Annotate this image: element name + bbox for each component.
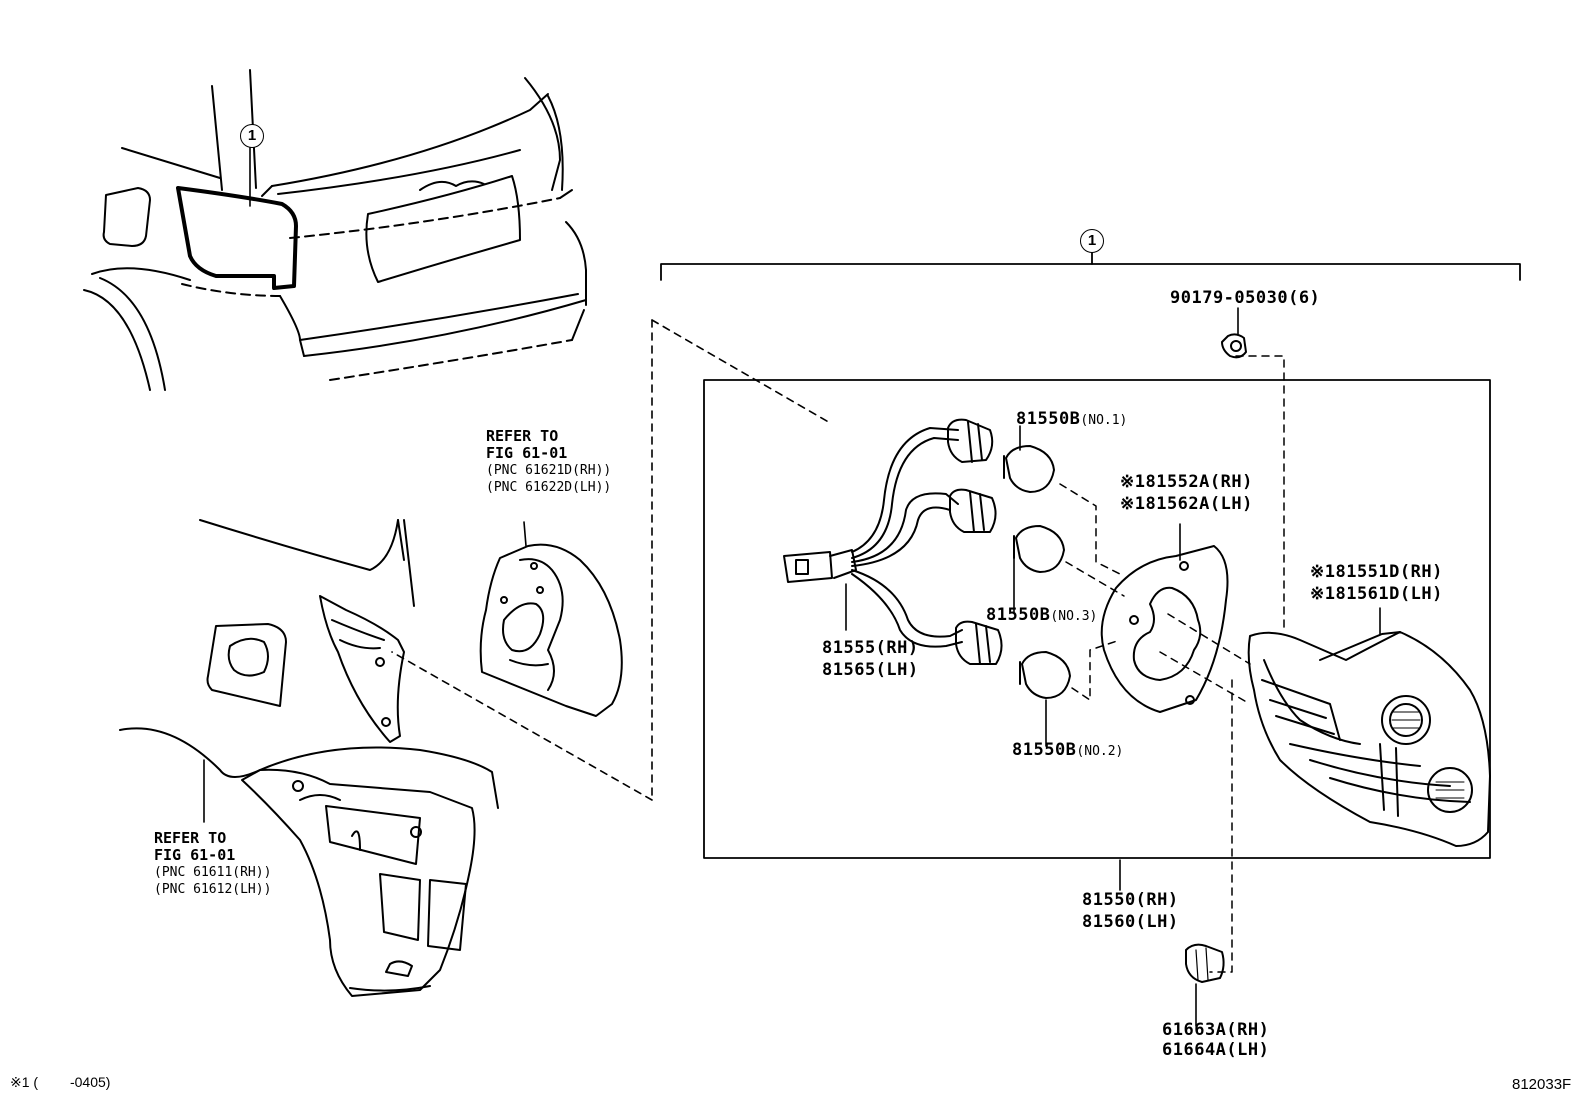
bulb-no3-tag: (NO.3)	[1050, 609, 1098, 624]
rear-panel-bracket-illustration	[479, 521, 623, 717]
bulb-guide-lines	[1059, 355, 1285, 973]
nut-illustration	[1221, 307, 1247, 359]
footnote-range: -0405)	[69, 1074, 111, 1090]
bulb-no3-part-label: 81550B(NO.3)	[986, 605, 1097, 627]
lower-refer-pnc-lh: (PNC 61612(LH))	[154, 882, 272, 897]
clip-lh-part-label: 61664A(LH)	[1162, 1040, 1270, 1060]
gasket-rh-part-label: ※181552A(RH)	[1120, 472, 1253, 492]
footnote: ※1 ( -0405)	[10, 1074, 110, 1091]
lower-refer-line2: FIG 61-01	[154, 846, 236, 864]
lens-rh-part-label: ※181551D(RH)	[1310, 562, 1443, 582]
bulb-no1-part-label: 81550B(NO.1)	[1016, 409, 1127, 431]
vehicle-callout-marker: 1	[240, 124, 264, 148]
socket-harness-illustration	[783, 418, 1071, 747]
bulb-no2-part-label: 81550B(NO.2)	[1012, 740, 1123, 762]
footnote-open: (	[33, 1074, 39, 1090]
socket-lh-part-label: 81565(LH)	[822, 660, 919, 680]
leader-dashed-lines	[391, 319, 833, 801]
bulb-no2-code: 81550B	[1012, 740, 1077, 760]
lower-refer-pnc-rh: (PNC 61611(RH))	[154, 865, 272, 880]
upper-refer-note: REFER TO FIG 61-01 (PNC 61621D(RH)) (PNC…	[486, 428, 611, 496]
clip-illustration	[1185, 943, 1225, 1027]
bulb-no1-code: 81550B	[1016, 409, 1081, 429]
socket-rh-part-label: 81555(RH)	[822, 638, 919, 658]
gasket-illustration	[1100, 523, 1229, 713]
assembly-lh-part-label: 81560(LH)	[1082, 912, 1179, 932]
assembly-bracket	[660, 251, 1521, 281]
footnote-mark: ※1	[10, 1074, 30, 1090]
assembly-box	[703, 379, 1491, 859]
clip-rh-part-label: 61663A(RH)	[1162, 1020, 1270, 1040]
assembly-rh-part-label: 81550(RH)	[1082, 890, 1179, 910]
lower-refer-line1: REFER TO	[154, 829, 227, 847]
bulb-no2-tag: (NO.2)	[1076, 744, 1124, 759]
vehicle-rear-illustration	[83, 69, 587, 391]
quarter-panel-illustration	[119, 519, 499, 997]
bulb-no1-tag: (NO.1)	[1080, 413, 1128, 428]
upper-refer-pnc-rh: (PNC 61621D(RH))	[486, 463, 612, 478]
upper-refer-line1: REFER TO	[486, 427, 559, 445]
bulb-no3-code: 81550B	[986, 605, 1051, 625]
upper-refer-line2: FIG 61-01	[486, 444, 568, 462]
upper-refer-pnc-lh: (PNC 61622D(LH))	[486, 480, 612, 495]
lens-lh-part-label: ※181561D(LH)	[1310, 584, 1443, 604]
lower-refer-note: REFER TO FIG 61-01 (PNC 61611(RH)) (PNC …	[154, 830, 271, 898]
assembly-callout-marker: 1	[1080, 229, 1104, 253]
gasket-lh-part-label: ※181562A(LH)	[1120, 494, 1253, 514]
lens-illustration	[1247, 607, 1491, 847]
figure-id: 812033F	[1512, 1076, 1572, 1093]
nut-part-label: 90179-05030(6)	[1170, 288, 1321, 308]
